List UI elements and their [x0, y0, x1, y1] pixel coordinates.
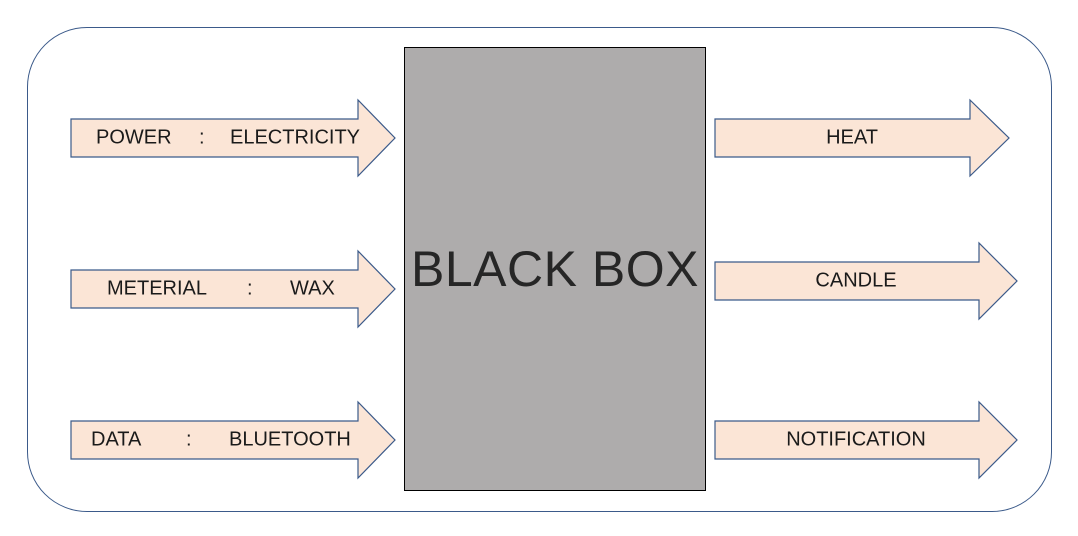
arrow-shape — [714, 241, 1018, 321]
input-name: POWER — [96, 126, 172, 149]
output-arrow-notification: NOTIFICATION — [714, 400, 1018, 480]
input-separator: : — [247, 277, 253, 300]
input-value: ELECTRICITY — [230, 126, 361, 149]
arrow-shape — [714, 400, 1018, 480]
input-separator: : — [199, 126, 205, 149]
input-arrow-material: METERIAL : WAX — [70, 249, 396, 329]
input-separator: : — [186, 428, 192, 451]
output-arrow-heat: HEAT — [714, 98, 1010, 178]
input-name: METERIAL — [107, 277, 208, 300]
arrow-shape — [70, 400, 396, 480]
input-arrow-power: POWER : ELECTRICITY — [70, 98, 396, 178]
input-value: BLUETOOTH — [229, 428, 351, 451]
output-label: NOTIFICATION — [786, 428, 926, 451]
input-arrow-data: DATA : BLUETOOTH — [70, 400, 396, 480]
input-value: WAX — [290, 277, 335, 300]
arrow-shape — [70, 98, 396, 178]
arrow-shape — [70, 249, 396, 329]
arrow-shape — [714, 98, 1010, 178]
input-name: DATA — [91, 428, 142, 451]
black-box-label: BLACK BOX — [411, 241, 699, 297]
output-label: CANDLE — [815, 269, 897, 292]
output-arrow-candle: CANDLE — [714, 241, 1018, 321]
black-box: BLACK BOX — [404, 47, 706, 491]
output-label: HEAT — [826, 126, 878, 149]
